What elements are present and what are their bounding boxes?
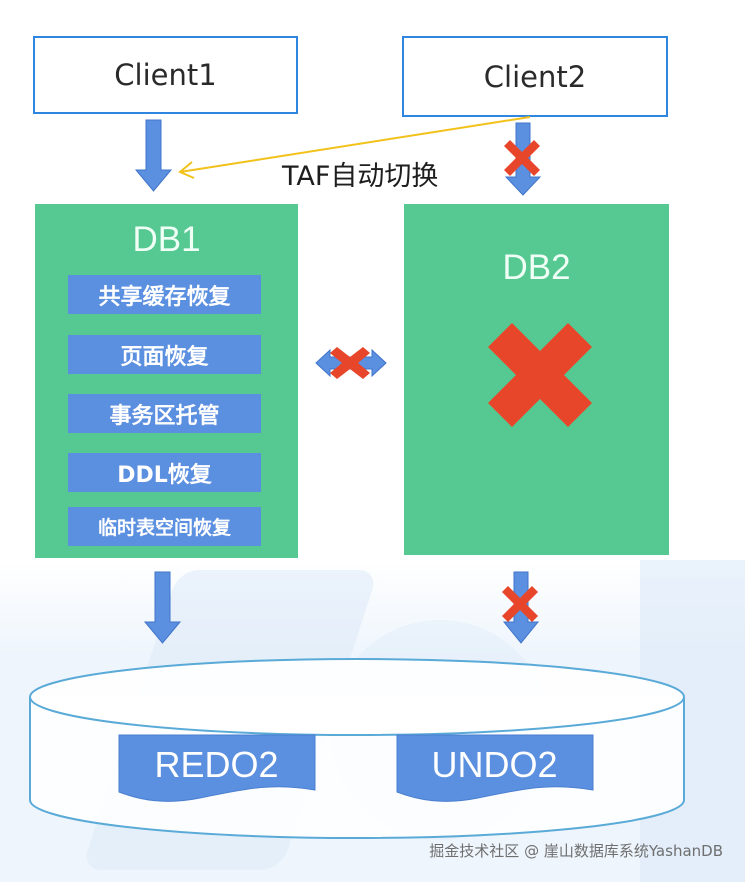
client2-box: Client2 (402, 36, 668, 117)
taf-failover-label: TAF自动切换 (282, 161, 439, 192)
undo2-label: UNDO2 (431, 744, 558, 785)
undo2-file-shape (396, 734, 594, 802)
redo2-file-shape (118, 734, 316, 802)
db1-task-temp-tablespace-recovery: 临时表空间恢复 (68, 507, 261, 546)
client2-blocked-x-icon (504, 140, 540, 176)
shared-storage-cylinder (29, 658, 685, 839)
source-watermark: 掘金技术社区 @ 崖山数据库系统YashanDB (429, 842, 723, 860)
client2-label: Client2 (483, 59, 587, 94)
client1-box: Client1 (33, 36, 298, 114)
client1-to-db1-arrow (134, 119, 173, 192)
db1-task-ddl-recovery: DDL恢复 (68, 453, 261, 492)
db1-task-page-recovery: 页面恢复 (68, 335, 261, 374)
db1-title: DB1 (132, 220, 201, 259)
db1-to-storage-arrow (143, 571, 182, 644)
interconnect-broken-x-icon (330, 347, 370, 379)
taf-failover-arrow (178, 116, 531, 179)
db2-failed-x-icon (488, 323, 592, 427)
redo2-label: REDO2 (154, 744, 279, 785)
db2-storage-blocked-x-icon (502, 586, 538, 622)
client1-label: Client1 (114, 58, 217, 92)
db2-title: DB2 (502, 248, 571, 287)
db1-node: DB1 共享缓存恢复 页面恢复 事务区托管 DDL恢复 临时表空间恢复 (35, 204, 298, 558)
db1-task-shared-cache-recovery: 共享缓存恢复 (68, 275, 261, 314)
db1-task-transaction-takeover: 事务区托管 (68, 394, 261, 433)
